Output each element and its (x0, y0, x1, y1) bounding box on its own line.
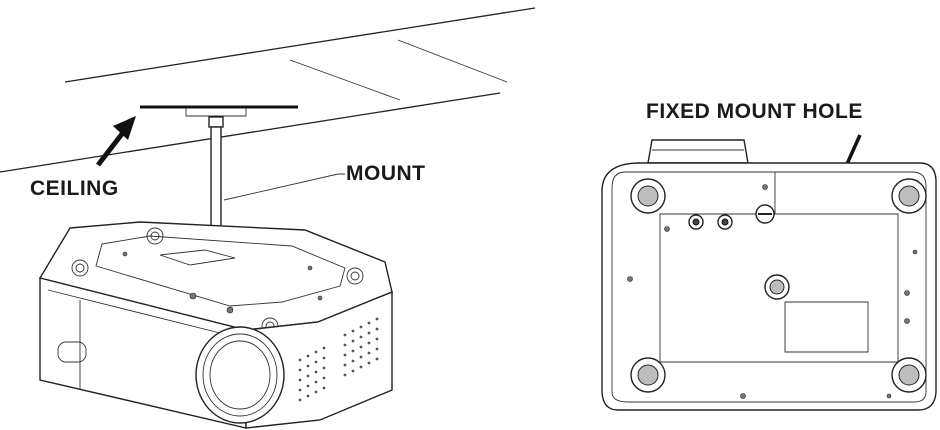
projector-side-view (38, 221, 393, 429)
ceiling-surface (0, 7, 536, 173)
ceiling-plate (140, 105, 298, 117)
mount-label: MOUNT (346, 162, 426, 185)
ceiling-label: CEILING (30, 177, 119, 200)
ceiling-arrow (96, 116, 136, 167)
mount-leader-line (223, 173, 345, 201)
projector-bottom-view (601, 139, 937, 411)
fixed-mount-hole-label: FIXED MOUNT HOLE (646, 100, 863, 123)
